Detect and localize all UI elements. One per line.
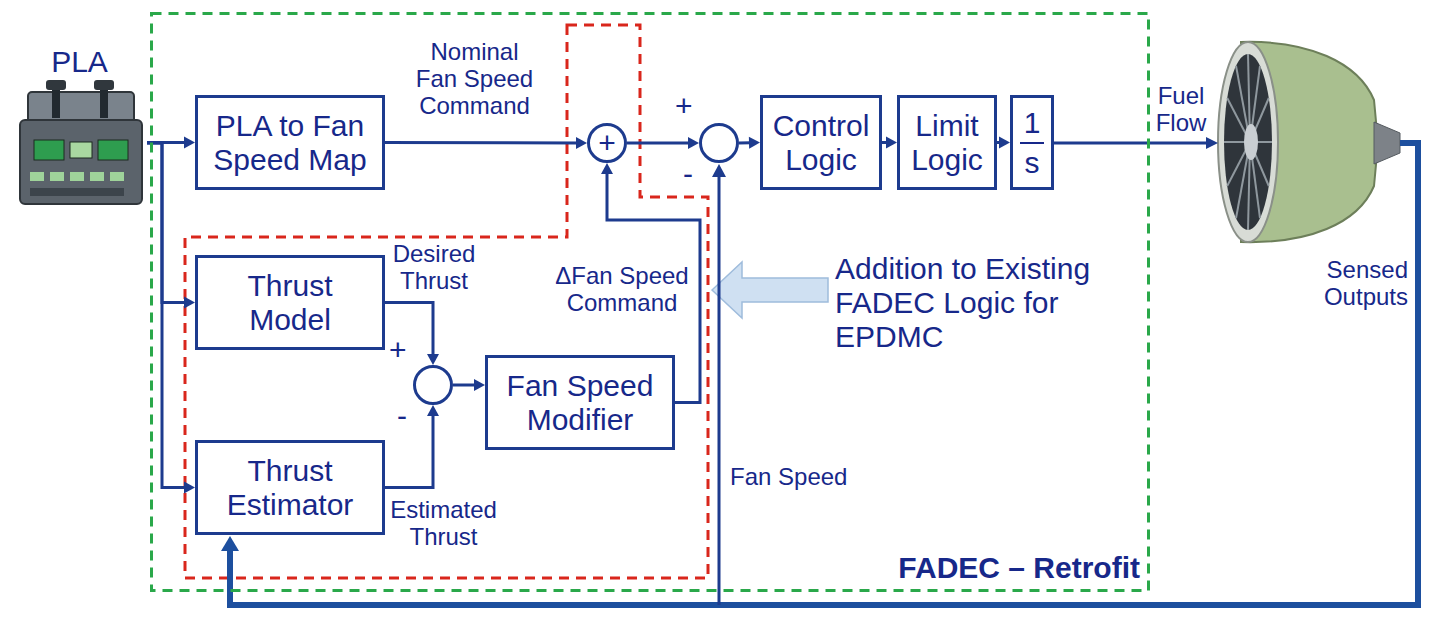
connector-label: ΔFan Speed Command [552, 262, 692, 316]
box-text-group: Thrust Estimator [208, 454, 372, 521]
sign-symbol: + [389, 335, 407, 365]
arrowhead [474, 379, 485, 391]
connector [882, 137, 897, 149]
arrowhead [1206, 137, 1218, 149]
sign-symbol: + [675, 91, 693, 121]
input-label: PLA [12, 45, 147, 79]
arrowhead [688, 137, 699, 149]
arrowhead [427, 405, 439, 416]
arrowhead [184, 137, 195, 149]
dashed-rect [152, 14, 1149, 591]
box-label: Thrust Estimator [208, 454, 372, 521]
button [90, 172, 104, 181]
circle [701, 125, 738, 162]
throttle-quadrant-icon [20, 80, 142, 204]
box-label: Thrust Model [208, 269, 372, 336]
junction-circle [413, 365, 453, 405]
fraction-bar [1020, 142, 1044, 144]
arrowhead [712, 164, 726, 177]
input-node: PLA [12, 45, 147, 215]
callout-arrow [712, 262, 828, 318]
spinner [1244, 124, 1258, 160]
summing-junction: +- [699, 123, 739, 163]
annotation-label: Addition to Existing FADEC Logic for EPD… [835, 252, 1135, 354]
connector [997, 137, 1010, 149]
connector [453, 379, 485, 391]
arrowhead [749, 137, 760, 149]
process-box: Fan Speed Modifier [485, 355, 675, 450]
connector-line [385, 141, 578, 144]
throttle-base [20, 120, 142, 204]
fuel-flow-line [1054, 142, 1208, 145]
sign-symbol: - [683, 159, 693, 189]
process-box: Control Logic [760, 95, 882, 190]
button [30, 172, 44, 181]
arrowhead [886, 137, 897, 149]
connector [739, 137, 760, 149]
process-box: Thrust Model [195, 255, 385, 350]
connector [385, 303, 439, 366]
sign-symbol: - [397, 401, 407, 431]
annotation-label: Sensed Outputs [1316, 256, 1408, 310]
fan-face [1224, 54, 1272, 230]
connector-line [385, 414, 433, 488]
annotation-label: Fan Speed [730, 463, 860, 490]
arrowhead [999, 137, 1010, 149]
connector [627, 137, 699, 149]
screen [70, 142, 92, 158]
connector [385, 405, 439, 488]
fan-blades [1224, 54, 1272, 230]
connector [147, 143, 195, 494]
epdmc-region [185, 25, 708, 578]
arrowhead [221, 536, 239, 551]
fraction-part: s [1025, 147, 1040, 179]
integrator-box: 1s [1010, 95, 1054, 190]
junction-circle [699, 123, 739, 163]
annotation-label: Fuel Flow [1154, 82, 1208, 136]
process-box: Limit Logic [897, 95, 997, 190]
arrowhead [601, 163, 613, 174]
arrowhead [427, 354, 439, 365]
lever-knob [94, 80, 114, 90]
connector [385, 137, 587, 149]
exhaust [1374, 122, 1400, 164]
intake-lip [1218, 42, 1278, 242]
box-label: Limit Logic [906, 109, 988, 176]
button [50, 172, 64, 181]
arrowhead [576, 137, 587, 149]
connector-line [453, 384, 476, 387]
screen [34, 140, 64, 160]
lever-knob [46, 80, 66, 90]
connector-line [627, 142, 690, 145]
connector-label: Desired Thrust [388, 240, 480, 294]
box-text-group: Control Logic [769, 109, 873, 176]
process-box: PLA to Fan Speed Map [195, 95, 385, 190]
summing-junction: +- [413, 365, 453, 405]
box-label: PLA to Fan Speed Map [208, 109, 372, 176]
button [70, 172, 84, 181]
box-label: Control Logic [769, 109, 873, 176]
screen [98, 140, 128, 160]
arrowhead [184, 297, 195, 309]
turbofan-engine [1218, 42, 1400, 242]
connector [147, 143, 195, 309]
box-text-group: Fan Speed Modifier [498, 369, 662, 436]
button [110, 172, 124, 181]
feedback-line [230, 143, 1418, 605]
fraction-part: 1 [1024, 107, 1041, 139]
arrowhead [184, 482, 195, 494]
box-text-group: Limit Logic [906, 109, 988, 176]
group-title: FADEC – Retrofit [840, 550, 1140, 586]
button-row [30, 188, 124, 196]
box-text-group: PLA to Fan Speed Map [208, 109, 372, 176]
summing-junction: + [587, 123, 627, 163]
circle [415, 367, 452, 404]
fan-speed-line [718, 176, 721, 605]
sign-symbol: + [587, 123, 627, 163]
connector-label: Nominal Fan Speed Command [412, 38, 537, 119]
box-label: Fan Speed Modifier [498, 369, 662, 436]
box-text-group: Thrust Model [208, 269, 372, 336]
process-box: Thrust Estimator [195, 440, 385, 535]
connector-label: Estimated Thrust [386, 496, 501, 550]
